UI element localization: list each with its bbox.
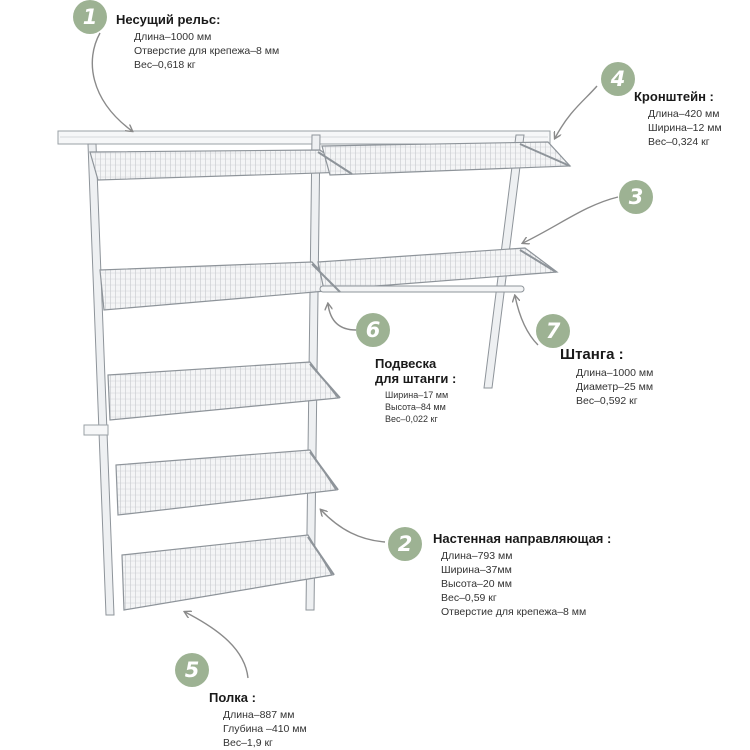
spec-line: Глубина –410 мм <box>223 723 307 735</box>
spec-line: Отверстие для крепежа–8 мм <box>441 606 587 618</box>
hanging-rod <box>319 285 525 293</box>
spec-line: Длина–793 мм <box>441 550 513 562</box>
callout-badge-4: 4 <box>601 62 635 96</box>
callout-rod-hanger: Подвеска для штанги : Ширина–17 мм Высот… <box>375 356 456 425</box>
callout-title: Полка : <box>209 690 256 705</box>
spec-line: Длина–420 мм <box>648 108 720 120</box>
spec-line: Вес–1,9 кг <box>223 737 273 749</box>
callout-shelf: Полка : Длина–887 мм Глубина –410 мм Вес… <box>209 690 307 750</box>
spec-line: Вес–0,59 кг <box>441 592 497 604</box>
callout-badge-2: 2 <box>388 527 422 561</box>
callout-title-line1: Подвеска <box>375 356 437 371</box>
spec-line: Вес–0,618 кг <box>134 59 196 71</box>
callout-title: Настенная направляющая : <box>433 531 612 546</box>
callout-title: Штанга : <box>560 346 624 363</box>
callout-title-line2: для штанги : <box>375 371 457 386</box>
callout-rod: Штанга : Длина–1000 мм Диаметр–25 мм Вес… <box>560 346 653 408</box>
arrow-1 <box>91 32 132 131</box>
callout-top-rail: Несущий рельс: Длина–1000 мм Отверстие д… <box>116 12 279 72</box>
spec-line: Длина–887 мм <box>223 709 295 721</box>
spec-line: Вес–0,592 кг <box>576 395 638 407</box>
spec-line: Вес–0,324 кг <box>648 136 710 148</box>
callout-wall-guide: Настенная направляющая : Длина–793 мм Ши… <box>433 531 611 619</box>
spec-line: Вес–0,022 кг <box>385 414 438 424</box>
spec-line: Длина–1000 мм <box>576 367 654 379</box>
spec-line: Длина–1000 мм <box>134 31 212 43</box>
callout-title: Кронштейн : <box>634 89 714 104</box>
callout-badge-5: 5 <box>175 653 209 687</box>
arrow-5 <box>185 612 249 679</box>
callout-bracket: Кронштейн : Длина–420 мм Ширина–12 мм Ве… <box>634 89 722 149</box>
brackets <box>307 143 571 576</box>
arrow-3 <box>523 196 619 243</box>
callout-badge-7: 7 <box>536 314 570 348</box>
callout-badge-3: 3 <box>619 180 653 214</box>
top-rail <box>57 130 551 145</box>
spec-line: Высота–20 мм <box>441 578 512 590</box>
arrow-6 <box>328 304 357 331</box>
arrow-4 <box>555 85 598 138</box>
spec-line: Ширина–17 мм <box>385 390 449 400</box>
spec-line: Отверстие для крепежа–8 мм <box>134 45 280 57</box>
spec-line: Ширина–37мм <box>441 564 512 576</box>
callout-title: Несущий рельс: <box>116 12 221 27</box>
arrow-2 <box>321 510 386 543</box>
spec-line: Диаметр–25 мм <box>576 381 654 393</box>
callout-badge-6: 6 <box>356 313 390 347</box>
spec-line: Ширина–12 мм <box>648 122 722 134</box>
callout-badge-1: 1 <box>73 0 107 34</box>
spec-line: Высота–84 мм <box>385 402 446 412</box>
callout-arrows <box>91 32 619 679</box>
arrow-7 <box>515 296 539 346</box>
lower-rail <box>83 424 109 436</box>
right-shelves <box>317 141 572 291</box>
